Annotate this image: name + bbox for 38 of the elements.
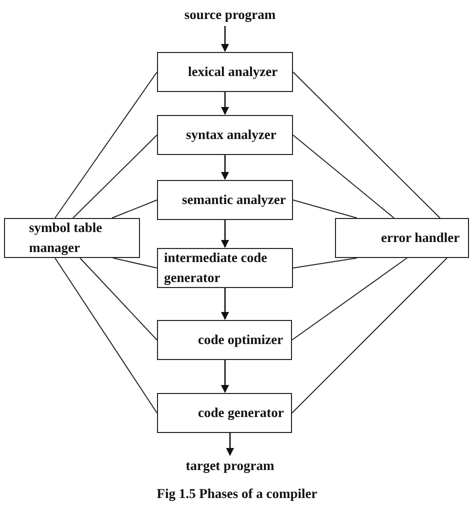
process-box	[157, 115, 293, 155]
process-box	[335, 218, 469, 258]
process-box	[157, 52, 293, 92]
process-box	[4, 218, 140, 258]
connector-line	[80, 258, 158, 340]
arrow	[221, 288, 229, 320]
box-label: syntax analyzer	[186, 126, 276, 144]
process-box	[157, 248, 293, 288]
process-box	[157, 393, 292, 433]
connector-line	[292, 134, 394, 218]
box-label: error handler	[381, 229, 460, 247]
process-box	[157, 180, 293, 220]
connector-line	[292, 258, 448, 414]
connector-line	[112, 258, 158, 268]
connector-line	[72, 134, 158, 218]
connector-line	[292, 72, 440, 218]
flow-label: source program	[184, 7, 276, 22]
flow-label: target program	[186, 458, 274, 473]
arrow	[221, 155, 229, 180]
arrow	[226, 433, 234, 456]
arrow	[221, 92, 229, 115]
connector-line	[54, 72, 158, 218]
box-label: semantic analyzer	[182, 191, 286, 209]
connector-line	[292, 258, 358, 268]
box-label: code generator	[198, 404, 284, 422]
figure-caption: Fig 1.5 Phases of a compiler	[156, 486, 318, 501]
connector-line	[292, 258, 408, 340]
arrow	[221, 220, 229, 248]
connector-line	[292, 200, 358, 218]
box-label: lexical analyzer	[188, 63, 278, 81]
process-box	[157, 320, 292, 360]
arrow	[221, 26, 229, 52]
connector-line	[54, 258, 158, 414]
box-label: code optimizer	[198, 331, 284, 349]
box-label: intermediate code generator	[164, 249, 268, 287]
arrow	[221, 360, 229, 393]
box-label: symbol table manager	[29, 219, 104, 257]
connector-line	[112, 200, 158, 218]
